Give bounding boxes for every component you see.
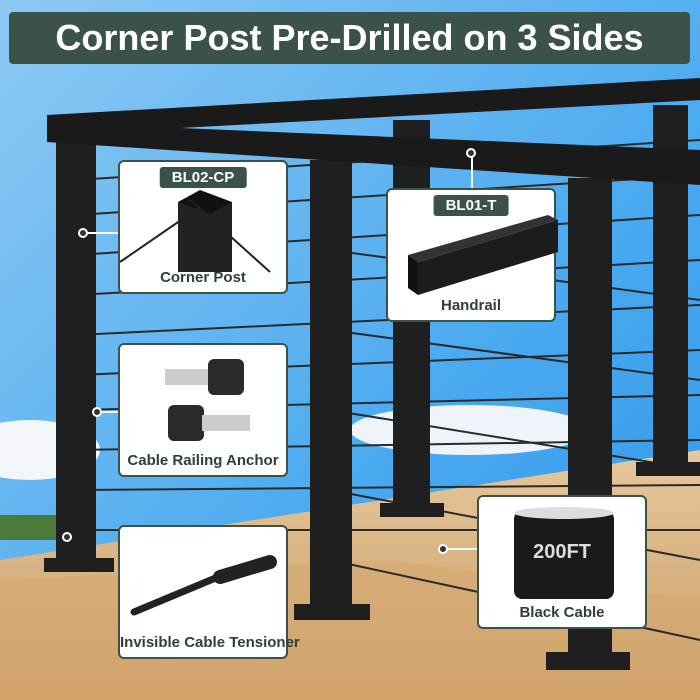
callout-tensioner: Invisible Cable Tensioner — [118, 525, 300, 659]
tensioner-label: Invisible Cable Tensioner — [120, 634, 300, 651]
anchor-icon — [165, 359, 250, 441]
page-title: Corner Post Pre-Drilled on 3 Sides — [9, 12, 690, 64]
callout-corner-post: BL02-CP Corner Post — [118, 160, 288, 294]
callout-dot — [438, 544, 448, 554]
spool-text: 200FT — [533, 541, 591, 563]
black-cable-label: Black Cable — [519, 604, 605, 621]
callout-black-cable: 200FT Black Cable — [477, 495, 647, 629]
part-number-badge: BL02-CP — [159, 167, 247, 188]
callout-dot — [92, 407, 102, 417]
handrail-label: Handrail — [440, 297, 501, 314]
tensioner-icon — [130, 555, 277, 616]
part-number-badge: BL01-T — [433, 195, 509, 216]
handrail — [47, 78, 700, 185]
handrail-icon — [408, 215, 558, 295]
callout-dot — [466, 148, 476, 158]
callout-anchor: Cable Railing Anchor — [118, 343, 288, 477]
anchor-label: Cable Railing Anchor — [127, 452, 279, 469]
callout-dot — [78, 228, 88, 238]
corner-post-label: Corner Post — [160, 269, 246, 286]
cable-spool-icon — [514, 507, 614, 599]
corner-post-icon — [120, 190, 271, 273]
callout-handrail: BL01-T Handrail — [386, 188, 558, 322]
callout-dot — [62, 532, 72, 542]
